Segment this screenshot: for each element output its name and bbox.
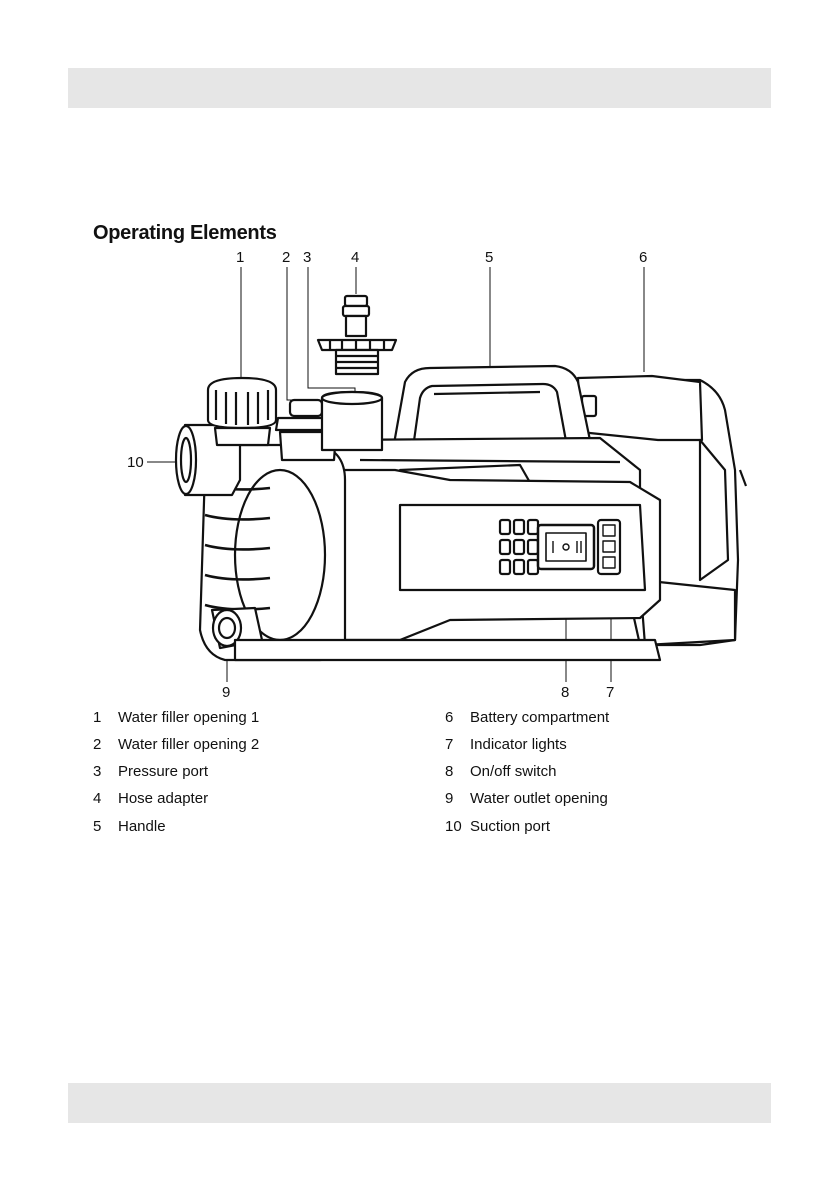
callout-10: 10 — [127, 454, 144, 471]
callout-7: 7 — [606, 684, 614, 701]
callout-5: 5 — [485, 249, 493, 266]
callout-9: 9 — [222, 684, 230, 701]
filler-2-and-pressure-port — [276, 392, 382, 460]
indicator-lights-drawing — [598, 520, 620, 574]
callout-2: 2 — [282, 249, 290, 266]
hose-adapter — [318, 296, 396, 374]
callout-1: 1 — [236, 249, 244, 266]
callout-4: 4 — [351, 249, 359, 266]
callout-6: 6 — [639, 249, 647, 266]
vent-grille — [500, 520, 538, 574]
filler-cap-1 — [208, 378, 276, 445]
pump-drawing — [176, 296, 746, 660]
callout-8: 8 — [561, 684, 569, 701]
on-off-switch-drawing — [538, 525, 594, 569]
callout-3: 3 — [303, 249, 311, 266]
